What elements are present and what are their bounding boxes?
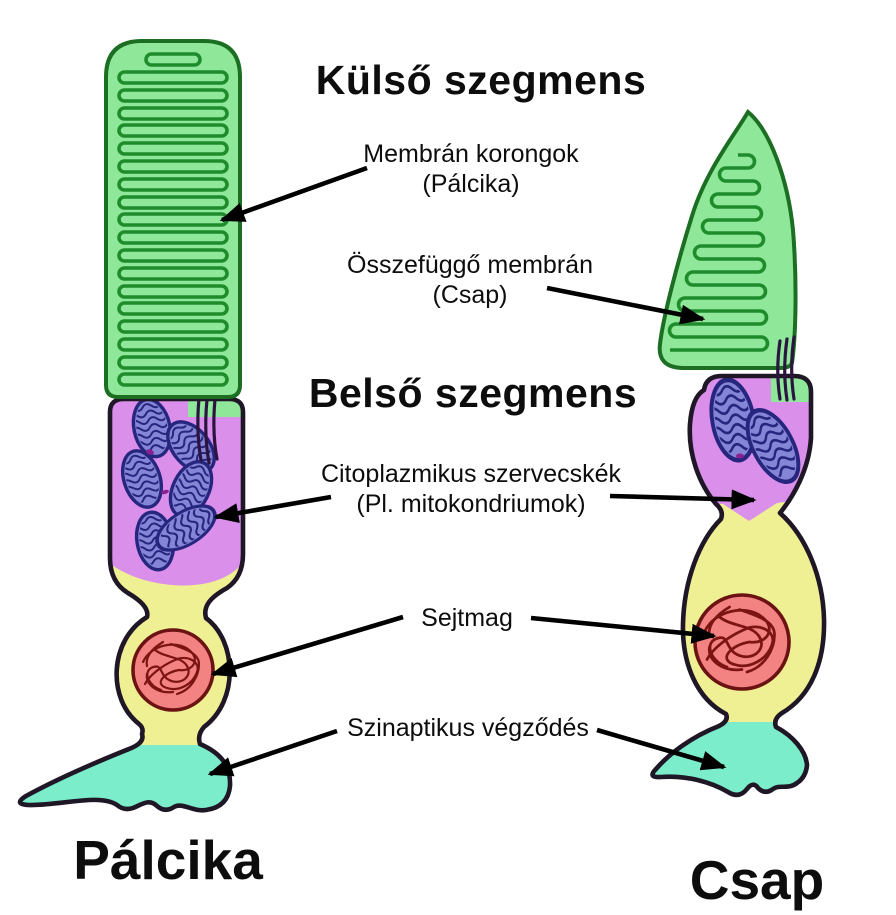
cone-outer-segment-shape (657, 108, 798, 370)
arrow-nucleus-cone (530, 615, 717, 644)
rod-nucleus (131, 628, 215, 712)
callout-arrows (207, 165, 757, 777)
cone-nucleus (693, 593, 791, 691)
cone-body (650, 373, 827, 798)
cone-cell (650, 108, 827, 798)
rod-cell (17, 39, 246, 813)
rod-outer-segment (104, 39, 242, 399)
arrow-synaptic-rod (207, 728, 338, 777)
arrow-membrane-discs (219, 165, 368, 223)
inner-segment-title: Belső szegmens (308, 370, 638, 416)
arrow-continuous-membrane (546, 285, 706, 325)
membrane-discs-label-line2: (Pálcika) (422, 170, 520, 198)
arrow-synaptic-cone (596, 727, 727, 771)
cone-cilium-lines (776, 335, 796, 402)
continuous-membrane-label-line1: Összefüggő membrán (347, 251, 593, 279)
cone-body-outline (650, 373, 827, 798)
rod-cell-name: Pálcika (73, 829, 263, 891)
organelles-label-line1: Citoplazmikus szervecskék (320, 460, 622, 488)
membrane-discs-label: Membrán korongok (Pálcika) (363, 139, 578, 199)
arrow-nucleus-rod (210, 614, 404, 678)
rod-body (17, 388, 246, 813)
rod-body-outline (17, 396, 246, 813)
cone-continuous-membrane-folds (667, 153, 770, 352)
outer-segment-title: Külső szegmens (315, 57, 647, 103)
nucleus-label: Sejtmag (421, 604, 513, 632)
arrow-organelles-cone (609, 489, 757, 510)
cone-cell-name: Csap (689, 849, 825, 911)
continuous-membrane-label: Összefüggő membrán (Csap) (347, 250, 593, 310)
synaptic-terminal-label: Szinaptikus végződés (347, 714, 589, 742)
cone-synaptic-terminal-cyan (652, 722, 825, 795)
rod-mitochondria (115, 396, 223, 573)
organelles-label-line2: (Pl. mitokondriumok) (356, 490, 586, 518)
cone-mitochondria (704, 376, 808, 490)
rod-membrane-discs (117, 52, 229, 387)
continuous-membrane-label-line2: (Csap) (432, 281, 508, 309)
rod-outer-segment-shape (104, 39, 242, 399)
arrow-organelles-rod (213, 494, 332, 523)
organelles-label: Citoplazmikus szervecskék (Pl. mitokondr… (321, 459, 621, 519)
membrane-discs-label-line1: Membrán korongok (363, 140, 579, 168)
cone-outer-segment (657, 108, 798, 370)
